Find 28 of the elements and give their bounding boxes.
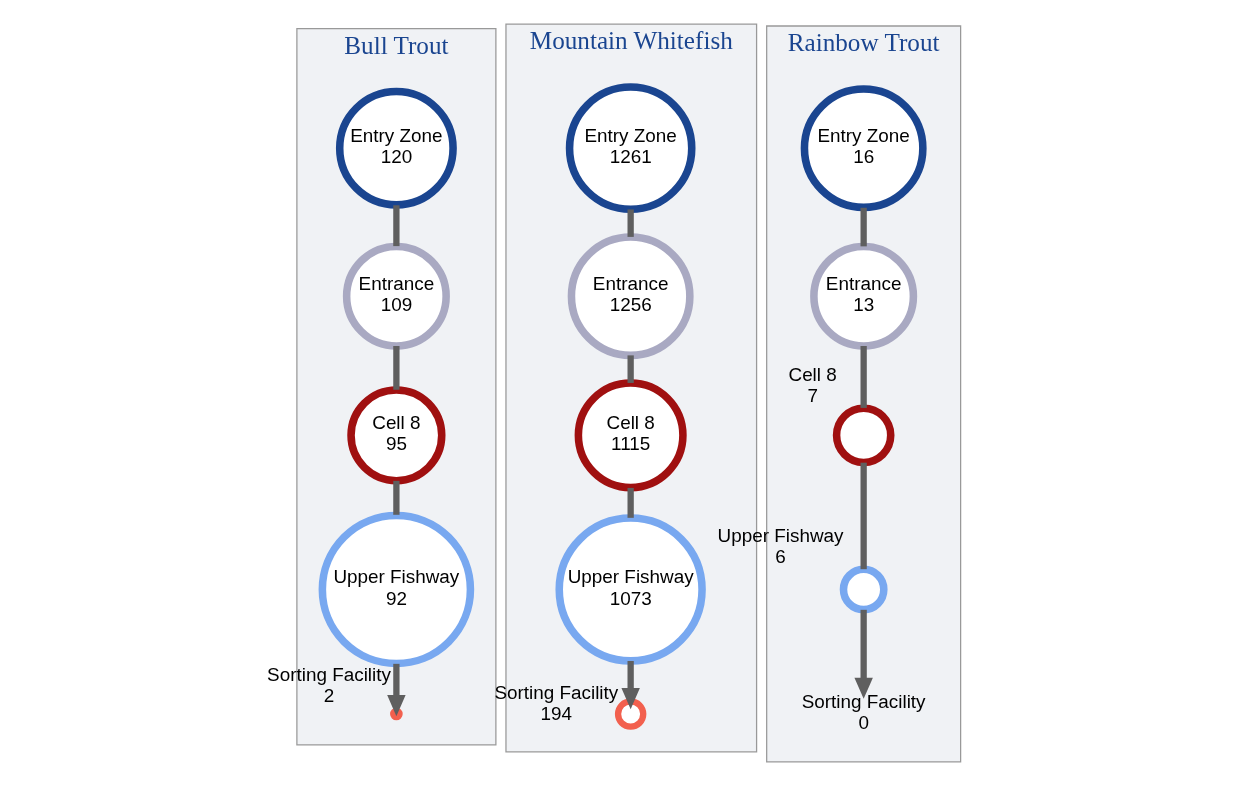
connector [860,207,867,246]
node-circle: Cell 8 1115 [574,378,687,491]
connector [627,487,634,518]
connector [860,345,867,408]
node-circle [389,707,403,720]
node-circle: Entry Zone 1261 [565,82,695,213]
node-label: Sorting Facility 194 [493,681,618,724]
node-circle: Entrance 1256 [567,232,694,359]
arrow [620,660,640,709]
arrow [386,663,406,716]
connector [627,208,634,237]
node-circle: Entry Zone 120 [335,87,457,209]
connector [392,204,400,246]
node-circle: Upper Fishway 1073 [554,513,706,665]
connector [392,345,400,390]
node-text: Sorting Facility 0 [801,690,926,733]
connector [627,354,634,383]
node-circle [832,403,894,466]
arrow [853,609,873,699]
node-label: Cell 8 7 [788,363,837,406]
node-circle: Entry Zone 16 [800,84,927,211]
connector [860,462,867,569]
node-circle [839,565,888,613]
node-circle: Entrance 13 [809,242,917,350]
node-circle: Entrance 109 [342,242,450,350]
node-circle: Cell 8 95 [346,385,445,484]
node-circle: Upper Fishway 92 [318,511,474,667]
node-label: Upper Fishway 6 [717,524,843,567]
